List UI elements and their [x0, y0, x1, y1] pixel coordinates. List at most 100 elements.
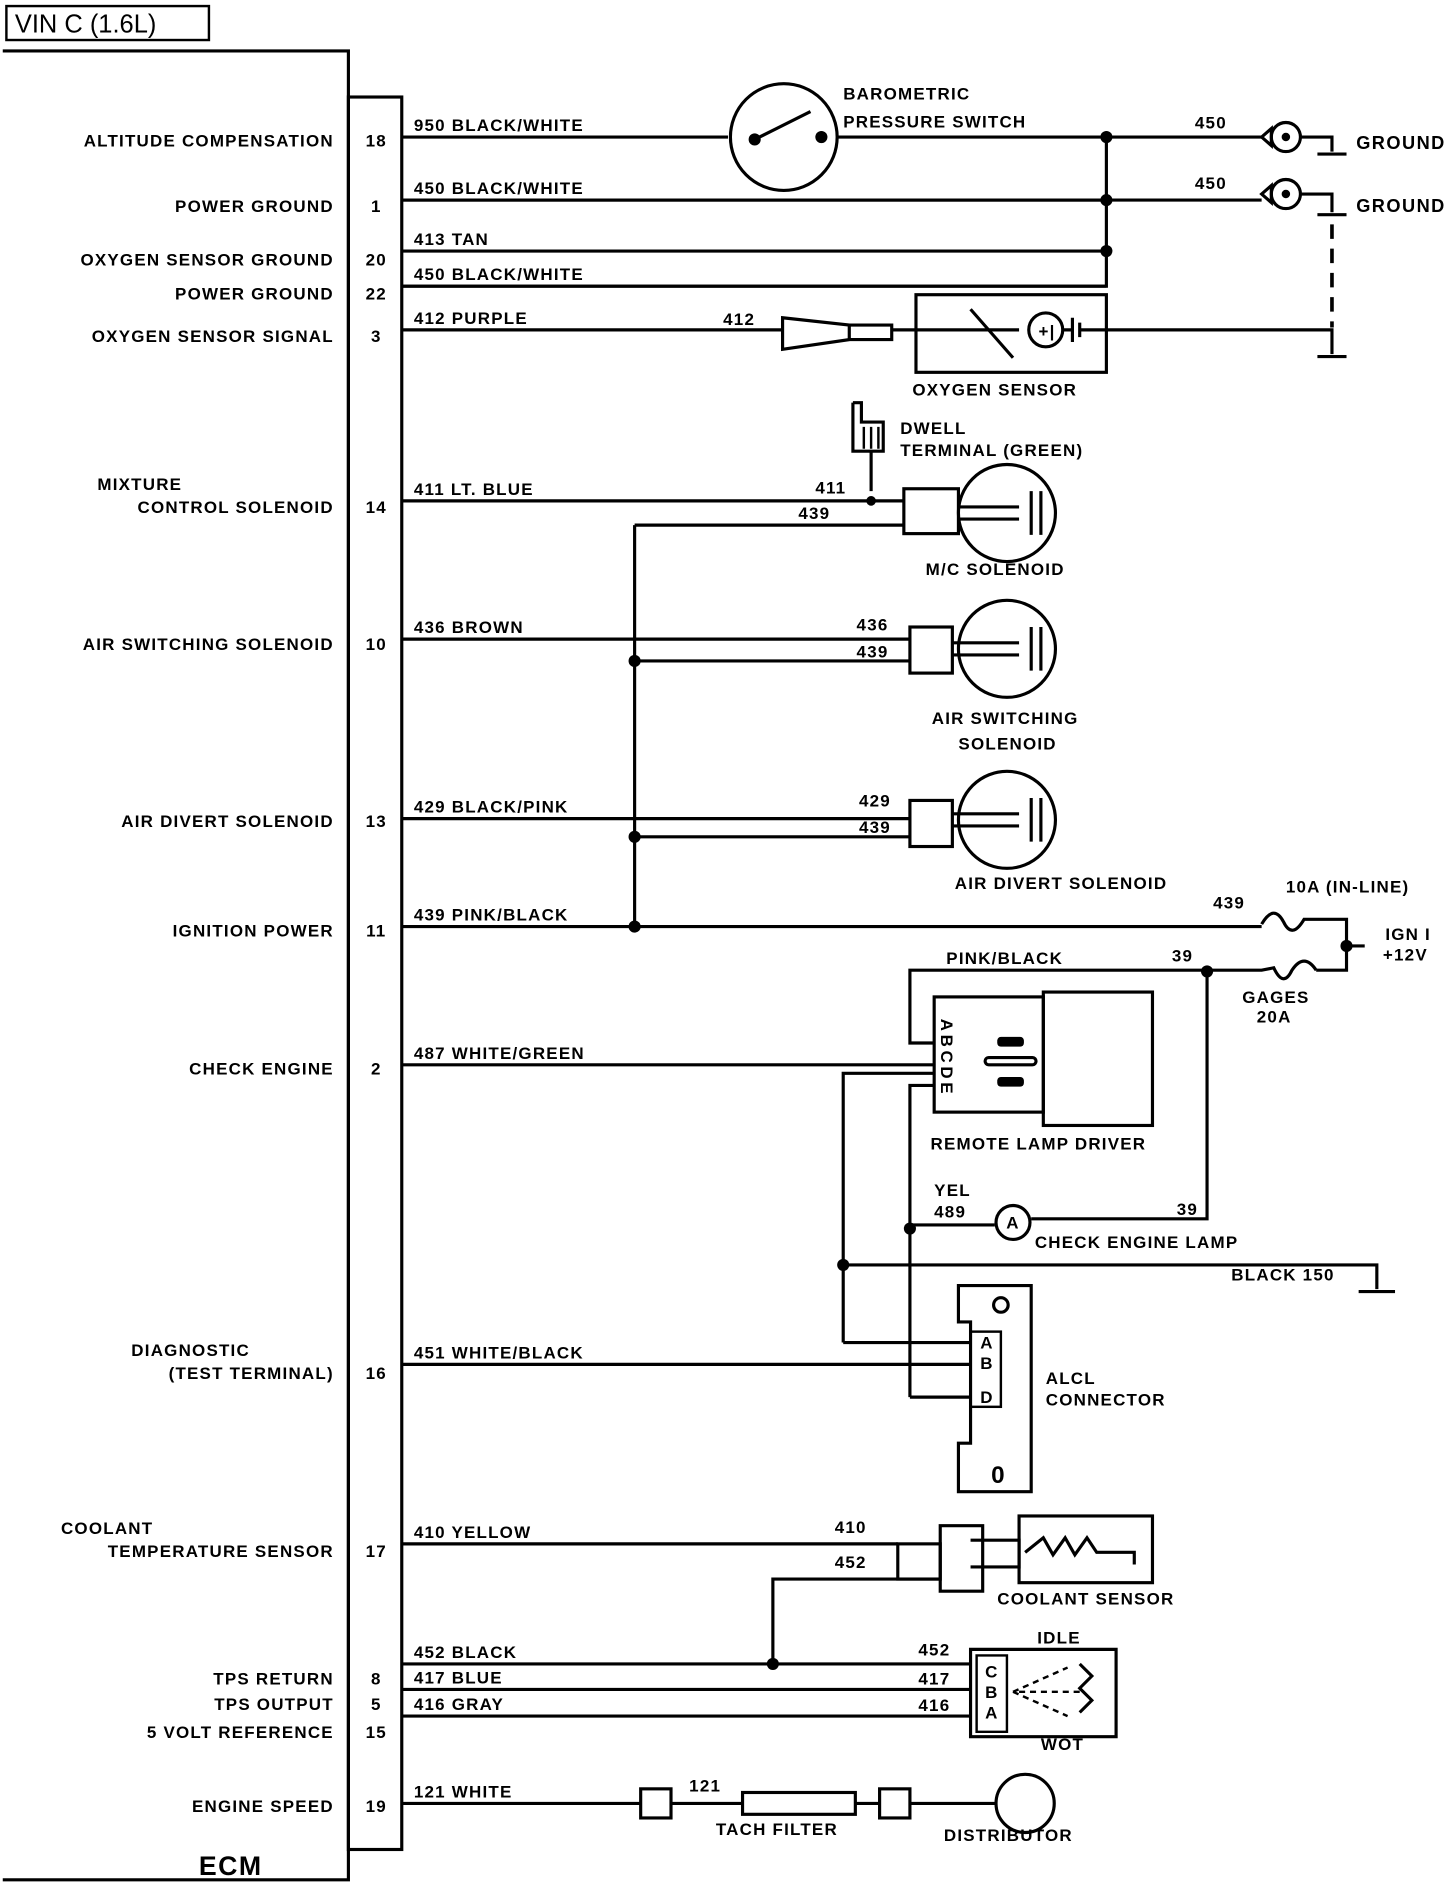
pin-label: POWER GROUND [175, 197, 334, 216]
wire-label: 121 [689, 1776, 721, 1795]
wire-label: 436 BROWN [414, 618, 524, 637]
wire-label: 452 BLACK [414, 1643, 517, 1662]
wire-label: 439 [859, 818, 891, 837]
pin-label: OXYGEN SENSOR GROUND [80, 251, 333, 270]
pin-label: TPS OUTPUT [214, 1695, 334, 1714]
wire-label: 417 BLUE [414, 1668, 503, 1687]
wire-label: 39 [1172, 947, 1193, 966]
pin-label: DIAGNOSTIC [131, 1341, 250, 1360]
alcl-bottom-mark: 0 [991, 1462, 1006, 1489]
wire-label: 487 WHITE/GREEN [414, 1044, 585, 1063]
wire-label: YEL [934, 1181, 971, 1200]
pin-number: 19 [366, 1797, 387, 1816]
pin-number: 2 [371, 1060, 382, 1079]
component-label: CONNECTOR [1046, 1391, 1166, 1410]
pin-label: CONTROL SOLENOID [138, 498, 334, 517]
mc-solenoid: 411 439 M/C SOLENOID [798, 462, 1065, 579]
fuse-label: 20A [1257, 1007, 1292, 1026]
inline-fuse-10a: 439 10A (IN-LINE) IGN I +12V [1213, 878, 1431, 972]
wire-label: 450 [1195, 174, 1227, 193]
pin-number: 17 [366, 1542, 387, 1561]
barometric-pressure-switch: BAROMETRIC PRESSURE SWITCH [728, 82, 1026, 192]
pin-label: ALTITUDE COMPENSATION [84, 132, 334, 151]
component-label: BAROMETRIC [843, 84, 970, 103]
wire-label: BLACK 150 [1231, 1266, 1334, 1285]
wire-label: 452 [918, 1640, 950, 1659]
component-label: COOLANT SENSOR [997, 1590, 1174, 1609]
pin-label: OXYGEN SENSOR SIGNAL [92, 327, 334, 346]
wire-label: 439 [857, 642, 889, 661]
fuse-label: GAGES [1242, 988, 1309, 1007]
pin-label: AIR SWITCHING SOLENOID [83, 635, 334, 654]
ground-label: GROUND [1356, 133, 1446, 153]
component-label: CHECK ENGINE LAMP [1035, 1233, 1239, 1252]
wire-label: PINK/BLACK [946, 949, 1063, 968]
ground-bus: 450 450 [401, 114, 1262, 288]
pin-label: TEMPERATURE SENSOR [108, 1542, 334, 1561]
pin-number: 13 [366, 812, 387, 831]
wire-label: 412 [723, 310, 755, 329]
oxygen-sensor: 412 +| OXYGEN SENSOR [723, 293, 1347, 399]
power-label: +12V [1383, 946, 1428, 965]
wire-label: 417 [918, 1670, 950, 1689]
air-switching-solenoid: 436 439 AIR SWITCHING SOLENOID [857, 598, 1077, 753]
component-label: TERMINAL (GREEN) [900, 441, 1083, 460]
tach-filter: 121 TACH FILTER [639, 1776, 997, 1839]
wire-label: 39 [1177, 1200, 1198, 1219]
wire-label: 439 PINK/BLACK [414, 905, 569, 924]
pin-number: 8 [371, 1670, 382, 1689]
wire-label: 411 [815, 479, 846, 498]
pin-letter: A [980, 1334, 993, 1353]
component-label: TACH FILTER [716, 1820, 838, 1839]
lamp-driver-ground: BLACK 150 [837, 1258, 1396, 1294]
wire-label: 412 PURPLE [414, 309, 528, 328]
pin-label: IGNITION POWER [173, 921, 334, 940]
wire-label: 451 WHITE/BLACK [414, 1343, 584, 1362]
wire-label: 429 BLACK/PINK [414, 798, 569, 817]
diagram-title: VIN C (1.6L) [15, 11, 156, 39]
lamp-symbol: A [1006, 1214, 1019, 1233]
wire-label: 450 [1195, 114, 1227, 133]
wot-label: WOT [1041, 1735, 1084, 1754]
pin-letter: A [985, 1704, 998, 1723]
wire-label: 950 BLACK/WHITE [414, 116, 584, 135]
distributor: DISTRIBUTOR [944, 1772, 1073, 1845]
pin-label: AIR DIVERT SOLENOID [121, 812, 334, 831]
pin-number: 5 [371, 1695, 382, 1714]
pin-label: 5 VOLT REFERENCE [147, 1723, 334, 1742]
pin-letter: B [980, 1354, 993, 1373]
pin-number: 18 [366, 132, 387, 151]
pin-label: (TEST TERMINAL) [169, 1364, 334, 1383]
remote-lamp-driver: ABCDE REMOTE LAMP DRIVER [841, 990, 1155, 1398]
pin-letter: B [985, 1683, 998, 1702]
ignition-bus [628, 523, 910, 933]
power-label: IGN I [1385, 925, 1431, 944]
wire-label: 416 [918, 1696, 950, 1715]
pin-label: TPS RETURN [213, 1670, 334, 1689]
pin-label: CHECK ENGINE [189, 1060, 334, 1079]
sensor-symbol: +| [1038, 322, 1055, 341]
component-label: AIR DIVERT SOLENOID [955, 874, 1168, 893]
ecm-label: ECM [199, 1851, 263, 1881]
component-label: ALCL [1046, 1369, 1096, 1388]
wire-label: 489 [934, 1203, 966, 1222]
pin-number: 10 [366, 635, 387, 654]
pin-number: 16 [366, 1364, 387, 1383]
ground-terminal-2: GROUND [1259, 177, 1444, 328]
wire-label: 452 [835, 1553, 867, 1572]
pin-label: MIXTURE [97, 475, 182, 494]
pin-number: 1 [371, 197, 382, 216]
ground-terminal-1: GROUND [1259, 120, 1446, 156]
wire-label: 410 [835, 1518, 867, 1537]
component-label: DISTRIBUTOR [944, 1826, 1073, 1845]
pin-number: 22 [366, 285, 387, 304]
wire-label: 439 [798, 504, 830, 523]
component-label: PRESSURE SWITCH [843, 112, 1026, 131]
ecm-module: ECM [2, 49, 404, 1882]
pin-letter: D [980, 1388, 993, 1407]
wire-label: 411 LT. BLUE [414, 480, 534, 499]
dwell-terminal: DWELL TERMINAL (GREEN) [851, 401, 1083, 506]
component-label: M/C SOLENOID [926, 560, 1065, 579]
wire-label: 413 TAN [414, 230, 489, 249]
pin-label: ENGINE SPEED [192, 1797, 334, 1816]
